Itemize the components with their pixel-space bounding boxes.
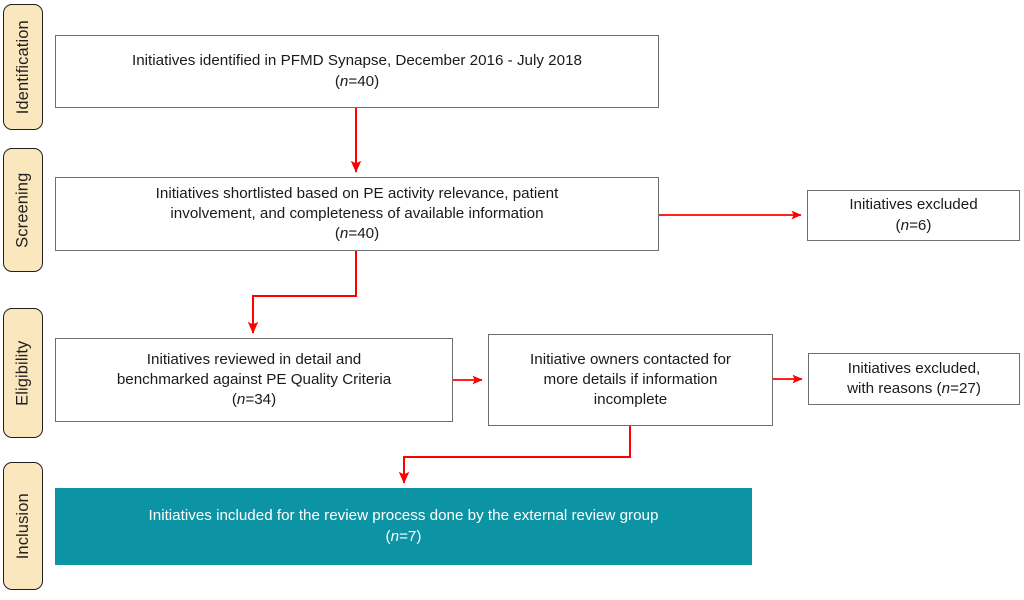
- stage-chip-inclusion: Inclusion: [3, 462, 43, 590]
- box-initiatives-excluded-with-reasons-line1: Initiatives excluded,: [847, 359, 981, 377]
- box-initiatives-identified-line1: Initiatives identified in PFMD Synapse, …: [132, 52, 582, 70]
- box-initiative-owners-contacted-line2: more details if information: [543, 370, 718, 388]
- box-initiatives-excluded-screening-count: (n=6): [895, 216, 932, 234]
- box-initiatives-reviewed-line1: Initiatives reviewed in detail and: [146, 350, 362, 368]
- stage-label-inclusion: Inclusion: [13, 492, 32, 560]
- box-initiatives-shortlisted-line2: involvement, and completeness of availab…: [170, 204, 544, 222]
- stage-chip-screening: Screening: [3, 148, 43, 272]
- box-initiatives-excluded-screening-line1: Initiatives excluded: [849, 196, 978, 214]
- box-initiatives-reviewed: Initiatives reviewed in detail and bench…: [55, 338, 453, 422]
- box-initiatives-identified: Initiatives identified in PFMD Synapse, …: [55, 35, 659, 108]
- stage-chip-eligibility: Eligibility: [3, 308, 43, 438]
- box-initiative-owners-contacted-line3: incomplete: [593, 391, 668, 409]
- box-initiatives-reviewed-count: (n=34): [231, 391, 277, 409]
- box-initiatives-excluded-screening: Initiatives excluded (n=6): [807, 190, 1020, 241]
- arrow-contacted-to-included: [398, 426, 631, 484]
- box-initiative-owners-contacted-line1: Initiative owners contacted for: [530, 350, 731, 368]
- box-initiatives-identified-count: (n=40): [334, 72, 380, 90]
- box-initiatives-reviewed-line2: benchmarked against PE Quality Criteria: [116, 370, 392, 388]
- box-initiatives-included: Initiatives included for the review proc…: [55, 488, 752, 565]
- box-initiatives-excluded-with-reasons-line2: with reasons (n=27): [847, 380, 981, 397]
- box-initiatives-shortlisted-line1: Initiatives shortlisted based on PE acti…: [155, 184, 559, 202]
- box-initiatives-excluded-with-reasons: Initiatives excluded, with reasons (n=27…: [808, 353, 1020, 405]
- stage-label-identification: Identification: [13, 19, 32, 115]
- box-initiatives-shortlisted: Initiatives shortlisted based on PE acti…: [55, 177, 659, 251]
- stage-chip-identification: Identification: [3, 4, 43, 130]
- box-initiatives-included-line1: Initiatives included for the review proc…: [148, 507, 659, 525]
- box-initiatives-shortlisted-count: (n=40): [334, 225, 380, 243]
- box-initiative-owners-contacted: Initiative owners contacted for more det…: [488, 334, 773, 426]
- stage-label-screening: Screening: [13, 172, 32, 248]
- arrow-shortlisted-to-reviewed: [247, 251, 357, 334]
- box-initiatives-included-count: (n=7): [385, 527, 422, 545]
- stage-label-eligibility: Eligibility: [13, 340, 32, 406]
